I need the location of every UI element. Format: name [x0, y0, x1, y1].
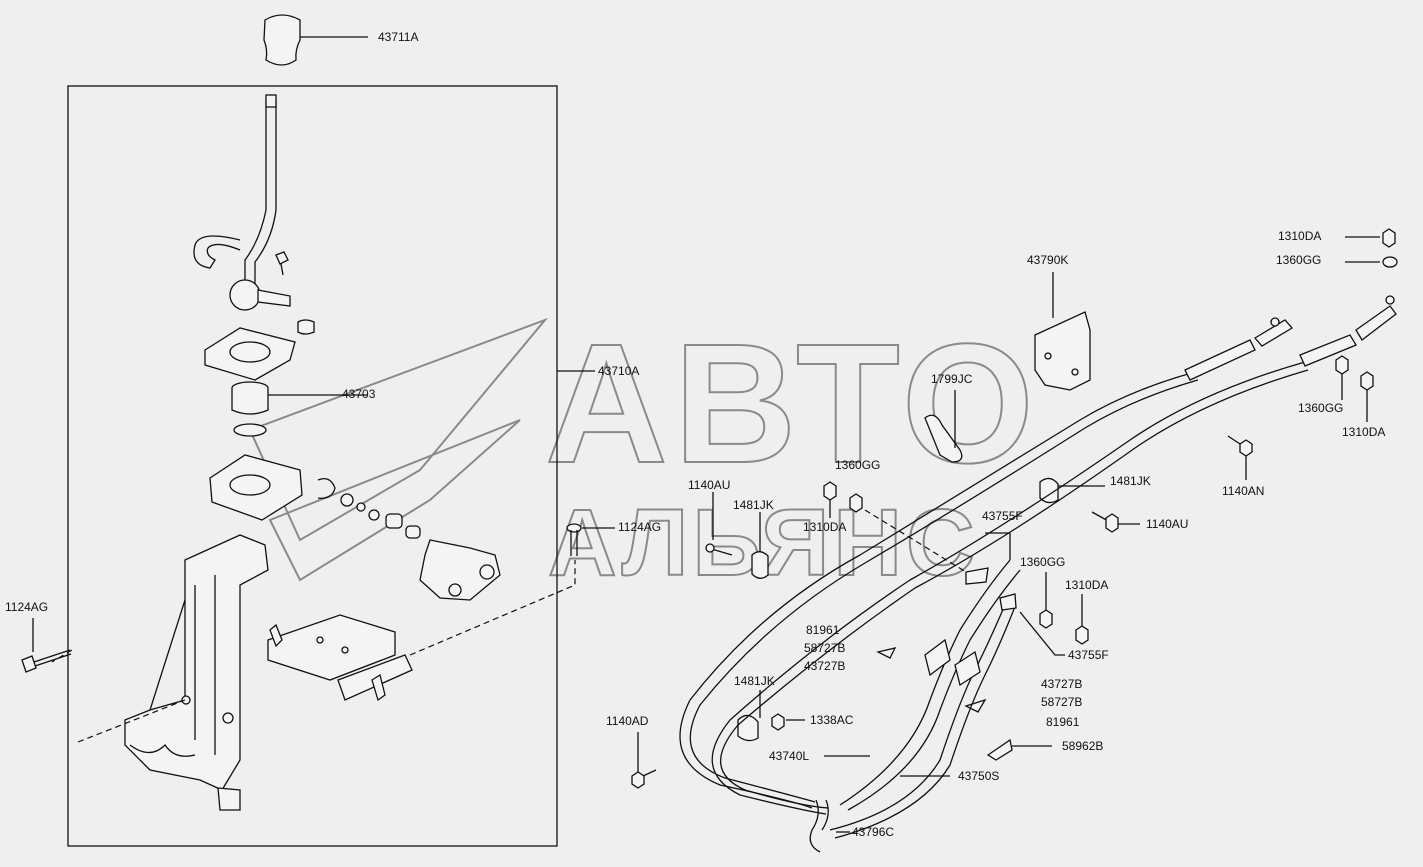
label-81961-a: 81961 — [806, 623, 840, 637]
assembly-frame — [67, 85, 558, 847]
watermark-line1: АВТО — [545, 309, 1040, 499]
bushing — [231, 381, 368, 437]
label-58962B: 58962B — [1062, 739, 1103, 753]
label-1360GG-r: 1360GG — [1298, 401, 1343, 415]
label-58727B-b: 58727B — [1041, 695, 1082, 709]
watermark-logo — [248, 317, 549, 582]
label-1360GG-b: 1360GG — [1020, 555, 1065, 569]
nut-1310DA-top — [1345, 228, 1396, 248]
clamp-1481JK-b — [1039, 477, 1105, 504]
label-1310DA-a: 1310DA — [803, 520, 846, 534]
watermark: АВТО АЛЬЯНС — [248, 308, 1040, 597]
label-1481JK-a: 1481JK — [733, 498, 774, 512]
label-43727B-b: 43727B — [1041, 677, 1082, 691]
label-81961-b: 81961 — [1046, 715, 1080, 729]
label-1481JK-b: 1481JK — [1110, 474, 1151, 488]
clamp-1481JK-a — [751, 512, 769, 579]
bolt-1140AU-a — [705, 492, 733, 556]
bolt-1140AN — [1227, 435, 1253, 480]
label-43740L: 43740L — [769, 749, 809, 763]
label-43790K: 43790K — [1027, 253, 1068, 267]
gasket-plate — [204, 327, 296, 381]
washer-1360GG-top — [1345, 256, 1398, 268]
label-43750S: 43750S — [958, 769, 999, 783]
tie-1799JC — [924, 390, 963, 463]
base-plate — [267, 614, 413, 702]
label-43710A: 43710A — [598, 364, 639, 378]
nut-1310DA-a — [823, 481, 837, 518]
label-43703: 43703 — [342, 387, 376, 401]
nut-1310DA-b — [1075, 594, 1089, 645]
shift-knob — [263, 14, 368, 66]
label-43755F-a: 43755F — [982, 509, 1023, 523]
mounting-bracket — [124, 534, 269, 811]
label-43727B-a: 43727B — [804, 659, 845, 673]
label-1481JK-c: 1481JK — [734, 674, 775, 688]
nut-1360GG-a — [849, 493, 863, 513]
bolt-1140AU-b — [1091, 511, 1140, 533]
nut-1310DA-r — [1360, 371, 1374, 422]
bracket-43790K — [1034, 272, 1091, 391]
label-43755F-b: 43755F — [1068, 648, 1109, 662]
label-1338AC: 1338AC — [810, 713, 854, 727]
label-1124AG-mid: 1124AG — [618, 520, 661, 534]
label-1140AU-a: 1140AU — [688, 478, 730, 492]
clip-parts-b — [964, 698, 987, 713]
leader-1124AG-mid — [409, 560, 576, 656]
label-1310DA-b: 1310DA — [1065, 578, 1108, 592]
leader-1124AG-left — [51, 649, 73, 663]
label-1140AD: 1140AD — [606, 714, 649, 728]
bolt-1124AG-mid — [566, 523, 615, 556]
label-43796C: 43796C — [852, 825, 894, 839]
clip-58962B — [986, 738, 1052, 761]
shift-lever — [193, 94, 315, 335]
lever-housing — [209, 454, 501, 601]
label-1360GG-top: 1360GG — [1276, 253, 1321, 267]
label-1360GG-a: 1360GG — [835, 458, 880, 472]
leader-43755F-b — [1019, 611, 1065, 656]
label-1310DA-r: 1310DA — [1342, 425, 1385, 439]
label-1140AU-b: 1140AU — [1146, 517, 1188, 531]
label-1310DA-top: 1310DA — [1278, 229, 1321, 243]
bolt-1124AG-left — [21, 618, 72, 673]
bolt-1140AD — [631, 732, 657, 789]
label-58727B-a: 58727B — [804, 641, 845, 655]
label-1124AG-left: 1124AG — [5, 600, 48, 614]
nut-1360GG-b — [1039, 572, 1053, 629]
nut-1360GG-r — [1335, 355, 1349, 400]
label-1140AN: 1140AN — [1222, 484, 1264, 498]
leader-bracket — [77, 699, 186, 743]
clip-parts-a — [876, 647, 897, 659]
watermark-line2: АЛЬЯНС — [548, 490, 979, 596]
clamp-1481JK-c — [737, 690, 785, 742]
label-1799JC: 1799JC — [931, 372, 973, 386]
label-43711A: 43711A — [378, 30, 418, 44]
shift-cables — [679, 295, 1397, 853]
